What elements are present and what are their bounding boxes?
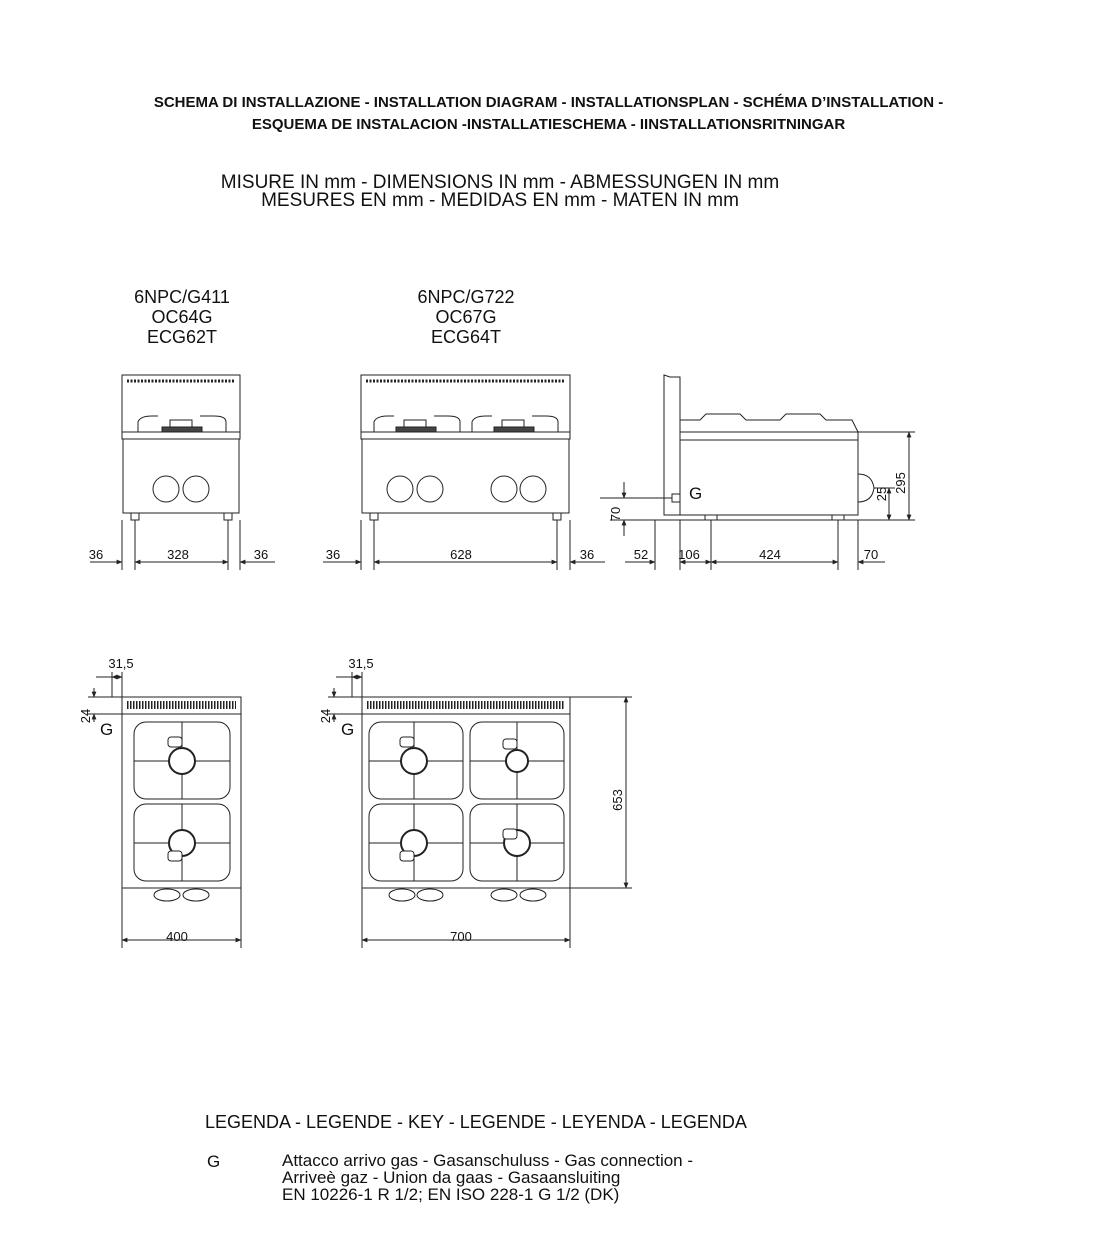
knob — [490, 475, 518, 503]
knob-top — [416, 888, 444, 902]
hob-top-side — [679, 431, 859, 441]
dim-label: 25 — [874, 487, 889, 501]
knob — [182, 475, 210, 503]
dim-label: 295 — [893, 472, 908, 494]
gas-label: G — [689, 484, 702, 503]
hob-top-view — [361, 713, 571, 889]
burner-top — [505, 749, 529, 773]
pan-support — [137, 415, 227, 432]
model-list-large: 6NPC/G722 OC67G ECG64T — [366, 287, 566, 347]
burner — [161, 426, 203, 433]
burner-top — [168, 747, 196, 775]
dim-label: 36 — [89, 547, 103, 562]
dim-label: 36 — [254, 547, 268, 562]
knob-side — [857, 473, 875, 503]
foot — [369, 512, 379, 521]
flame-guard — [167, 736, 183, 748]
measures-line-1: MISURE IN mm - DIMENSIONS IN mm - ABMESS… — [220, 172, 780, 193]
header-line-1: SCHEMA DI INSTALLAZIONE - INSTALLATION D… — [153, 94, 944, 111]
body-side — [680, 439, 859, 516]
legend-key: G — [207, 1152, 221, 1171]
legend-line: EN 10226-1 R 1/2; EN ISO 228-1 G 1/2 (DK… — [282, 1185, 620, 1204]
flame-guard — [502, 828, 518, 840]
foot — [704, 514, 718, 521]
hob-top-view — [121, 713, 242, 889]
knob-top — [153, 888, 181, 902]
dim-label: 653 — [610, 789, 625, 811]
legend-line: Arriveè gaz - Union da gaas - Gasaanslui… — [282, 1168, 621, 1187]
measures-line-2: MESURES EN mm - MEDIDAS EN mm - MATEN IN… — [261, 190, 739, 211]
knob — [416, 475, 444, 503]
top-view-small — [88, 672, 242, 948]
legend-title: LEGENDA - LEGENDE - KEY - LEGENDE - LEYE… — [205, 1112, 747, 1132]
knob — [152, 475, 180, 503]
model-name: 6NPC/G411 — [134, 287, 230, 307]
hob-top — [121, 431, 241, 440]
knob-top — [490, 888, 518, 902]
model-name: OC67G — [435, 307, 497, 327]
dim-label: 31,5 — [108, 656, 133, 671]
backsplash-side — [663, 374, 681, 516]
model-list-small: 6NPC/G411 OC64G ECG62T — [82, 287, 282, 347]
foot — [130, 512, 140, 521]
burner-top — [400, 747, 428, 775]
gas-label: G — [341, 720, 354, 739]
flame-guard — [167, 850, 183, 862]
model-name: 6NPC/G722 — [417, 287, 515, 307]
flame-guard — [502, 738, 518, 750]
knob — [386, 475, 414, 503]
gas-label: G — [100, 720, 113, 739]
body — [122, 438, 240, 514]
gas-connector — [671, 493, 681, 503]
dim-label: 24 — [318, 709, 333, 723]
dim-label: 400 — [166, 929, 188, 944]
burner — [493, 426, 535, 433]
burner — [395, 426, 437, 433]
dim-label: 106 — [678, 547, 700, 562]
hob-top — [360, 431, 571, 440]
foot — [223, 512, 233, 521]
dim-label: 36 — [580, 547, 594, 562]
backsplash — [360, 374, 571, 433]
pan-support — [373, 415, 461, 432]
flame-guard — [399, 736, 415, 748]
flame-guard — [399, 850, 415, 862]
dim-label: 424 — [759, 547, 781, 562]
front-view-small — [90, 374, 275, 570]
dim-label: 52 — [634, 547, 648, 562]
model-name: OC64G — [151, 307, 213, 327]
side-view — [600, 374, 915, 570]
legend-description: Attacco arrivo gas - Gasanschuluss - Gas… — [282, 1152, 693, 1203]
model-name: ECG62T — [146, 327, 218, 347]
model-name: ECG64T — [430, 327, 502, 347]
knob-top — [519, 888, 547, 902]
foot — [831, 514, 845, 521]
dim-label: 36 — [326, 547, 340, 562]
dim-label: 31,5 — [348, 656, 373, 671]
knob-top — [182, 888, 210, 902]
dim-label: 700 — [450, 929, 472, 944]
pan-support-side — [679, 413, 859, 433]
pan-support — [471, 415, 559, 432]
top-view-large — [328, 672, 632, 948]
knob — [519, 475, 547, 503]
front-view-large — [323, 374, 605, 570]
legend-line: Attacco arrivo gas - Gasanschuluss - Gas… — [282, 1151, 694, 1170]
dim-label: 24 — [78, 709, 93, 723]
knob-top — [388, 888, 416, 902]
header-line-2: ESQUEMA DE INSTALACION -INSTALLATIESCHEM… — [251, 116, 846, 133]
foot — [552, 512, 562, 521]
dim-label: 70 — [608, 507, 623, 521]
dim-label: 328 — [167, 547, 189, 562]
body — [361, 438, 570, 514]
backsplash — [121, 374, 241, 433]
dim-label: 628 — [450, 547, 472, 562]
dim-label: 70 — [864, 547, 878, 562]
